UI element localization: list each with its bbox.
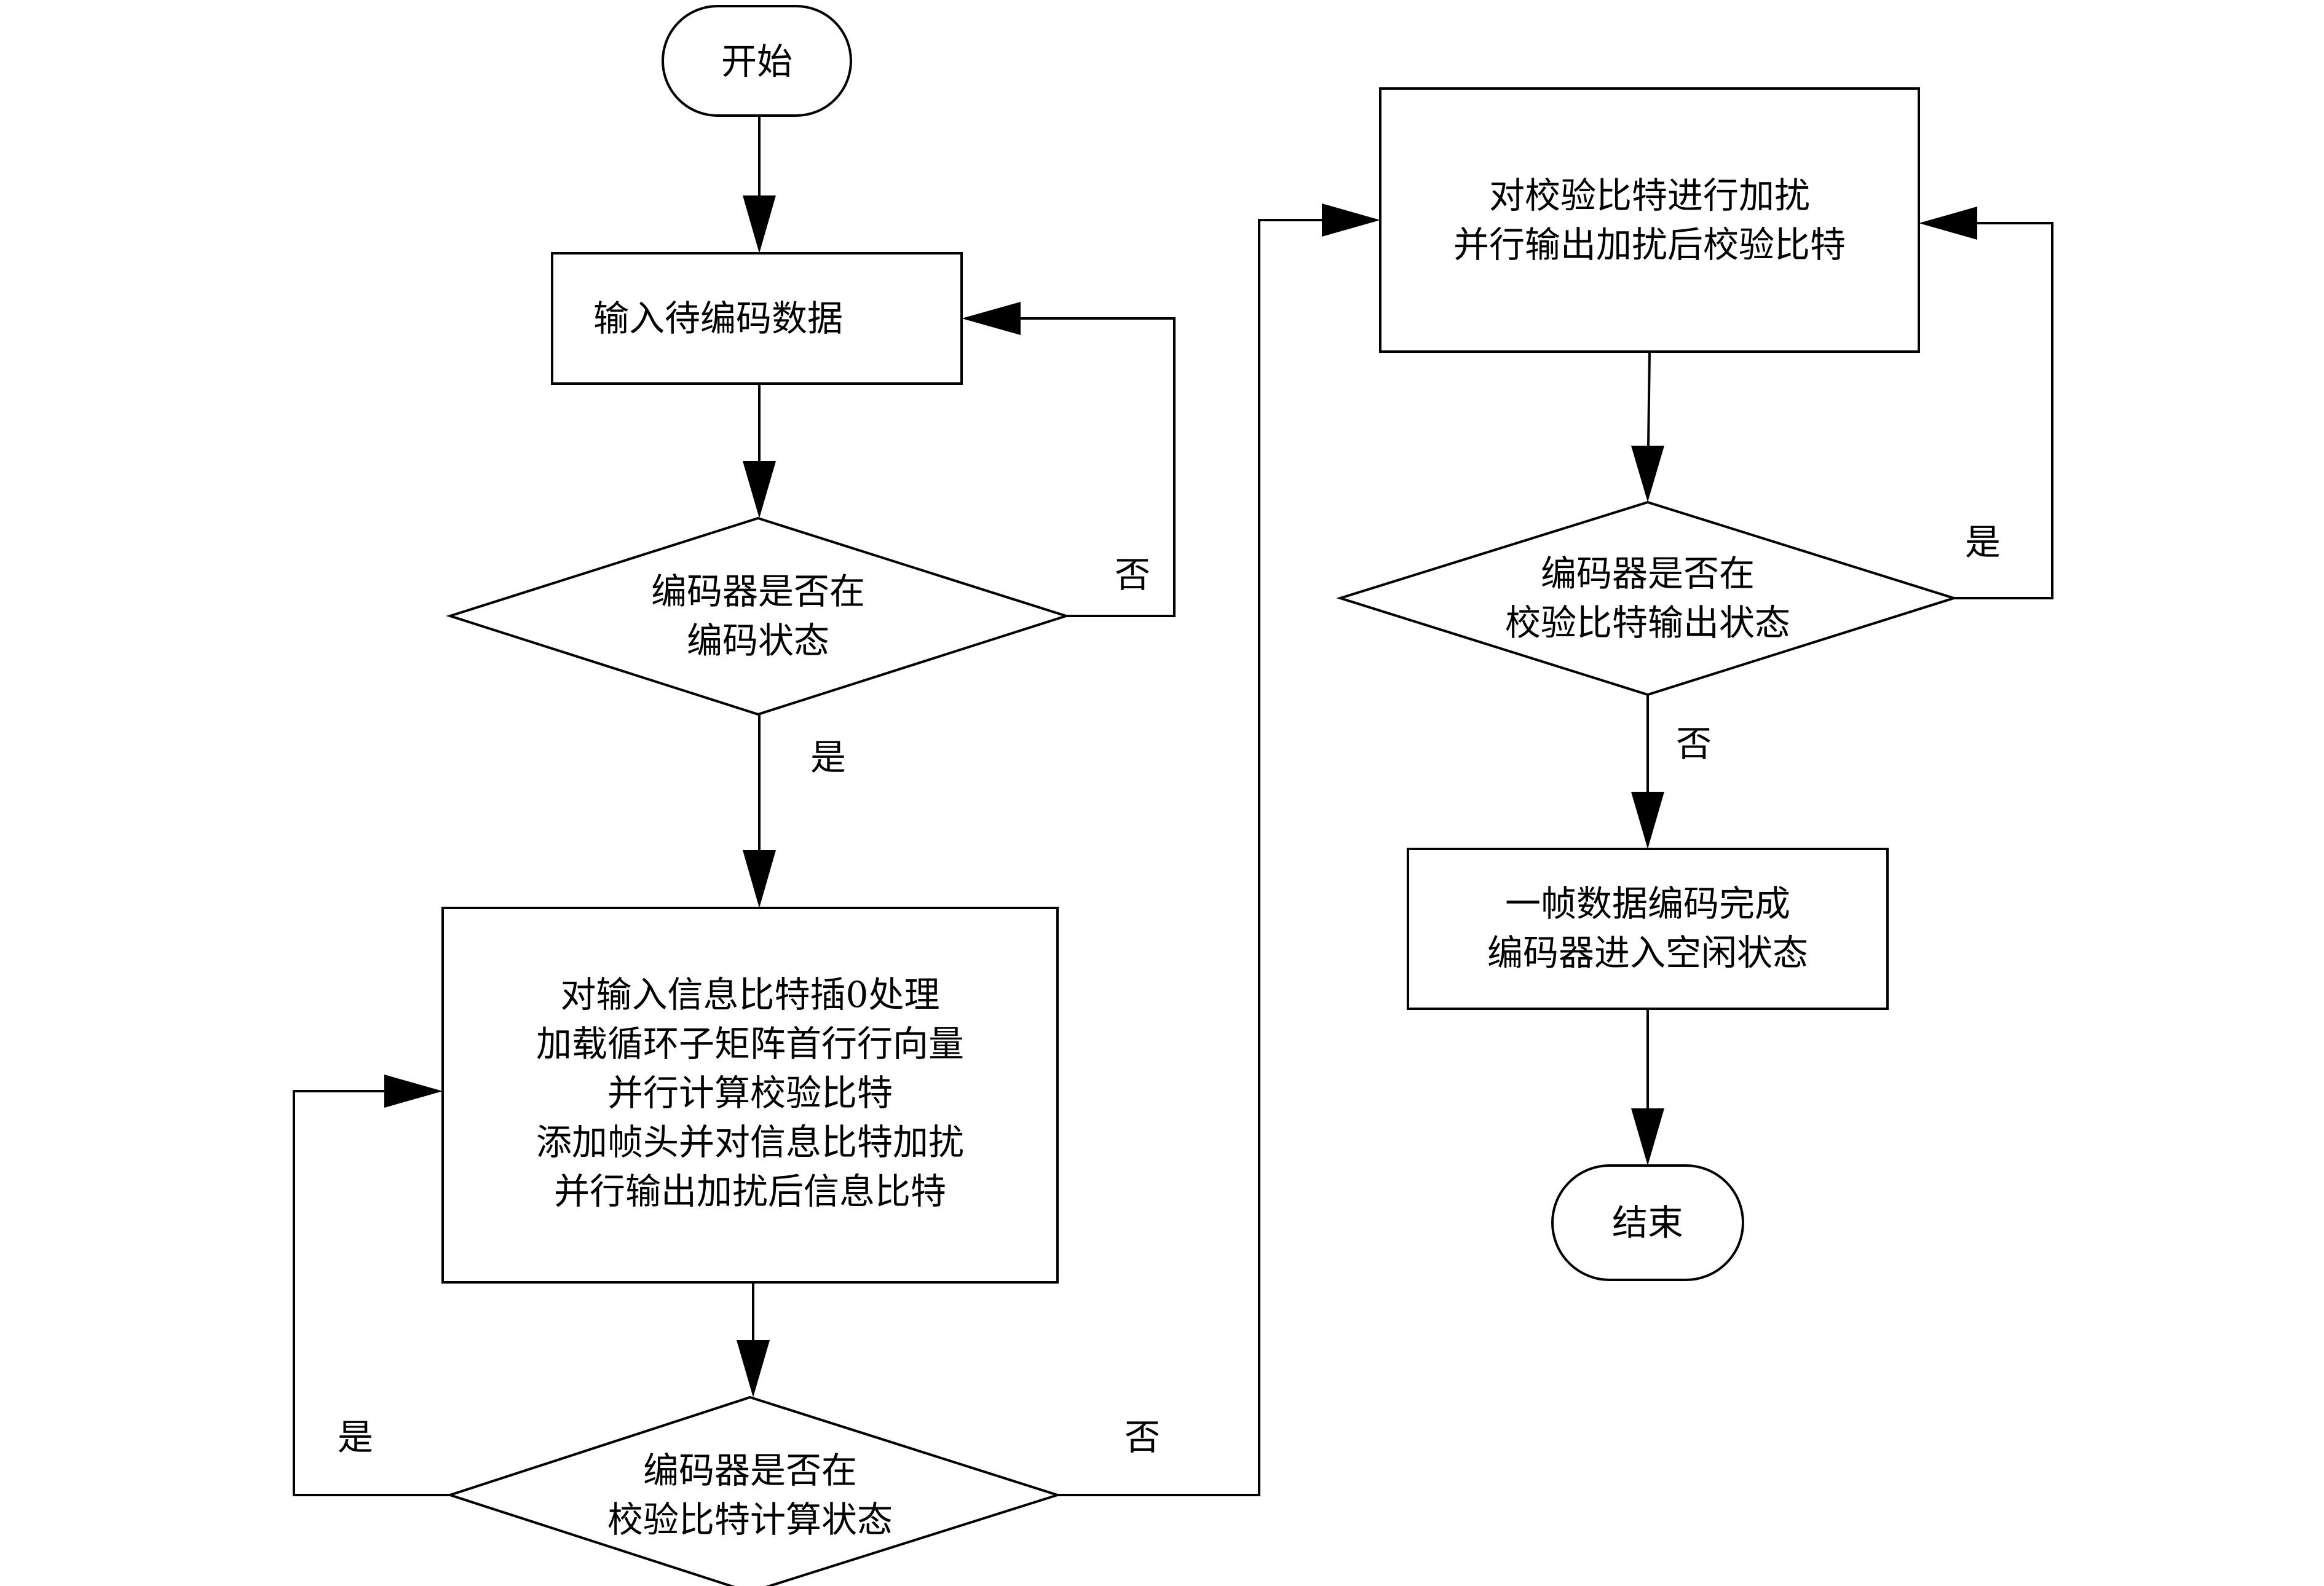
input-box: 输入待编码数据 <box>551 252 963 385</box>
process-info-line-2: 加载循环子矩阵首行行向量 <box>536 1023 964 1065</box>
decision-parity-calc-line-1: 编码器是否在 <box>643 1450 857 1491</box>
scramble-parity-box: 对校验比特进行加扰 并行输出加扰后校验比特 <box>1379 87 1920 353</box>
process-info-bits-box: 对输入信息比特插0处理 加载循环子矩阵首行行向量 并行计算校验比特 添加帧头并对… <box>441 907 1059 1284</box>
process-info-line-1: 对输入信息比特插0处理 <box>561 974 940 1016</box>
edge-start-to-input <box>743 116 776 253</box>
start-label: 开始 <box>721 41 792 82</box>
decision-parity-calc-state: 编码器是否在 校验比特计算状态 <box>446 1395 1062 1586</box>
edge-output-yes-loop <box>1919 207 2053 599</box>
process-info-line-3: 并行计算校验比特 <box>607 1072 893 1114</box>
end-node: 结束 <box>1551 1164 1744 1281</box>
edge-label-encoding-yes: 是 <box>810 736 846 778</box>
start-node: 开始 <box>662 5 852 117</box>
decision-parity-output-state: 编码器是否在 校验比特输出状态 <box>1336 500 1958 696</box>
frame-done-line-1: 一帧数据编码完成 <box>1505 883 1790 925</box>
edge-label-output-no: 否 <box>1676 723 1712 765</box>
edge-encoding-no-loop <box>962 302 1176 617</box>
frame-done-line-2: 编码器进入空闲状态 <box>1487 932 1808 974</box>
edge-calc-no-to-scramble <box>1057 203 1380 1496</box>
edge-label-encoding-no: 否 <box>1115 554 1150 596</box>
edge-calc-yes-loop <box>293 1075 450 1496</box>
process-info-line-5: 并行输出加扰后信息比特 <box>554 1170 946 1212</box>
decision-parity-out-line-2: 校验比特输出状态 <box>1505 602 1790 644</box>
edge-label-output-yes: 是 <box>1965 521 2001 563</box>
edge-label-calc-no: 否 <box>1124 1416 1160 1458</box>
scramble-parity-line-2: 并行输出加扰后校验比特 <box>1453 224 1846 266</box>
edge-label-calc-yes: 是 <box>338 1416 373 1458</box>
frame-done-box: 一帧数据编码完成 编码器进入空闲状态 <box>1407 848 1889 1010</box>
edge-process-to-decision-calc <box>737 1282 770 1397</box>
edge-scramble-to-decision-output <box>1631 351 1664 502</box>
input-label: 输入待编码数据 <box>593 298 843 339</box>
edge-done-to-end <box>1631 1009 1664 1166</box>
decision-encoding-line-1: 编码器是否在 <box>651 570 865 612</box>
process-info-line-4: 添加帧头并对信息比特加扰 <box>536 1121 964 1163</box>
decision-encoding-line-2: 编码状态 <box>687 620 829 661</box>
edge-input-to-decision-encoding <box>743 384 776 518</box>
scramble-parity-line-1: 对校验比特进行加扰 <box>1489 175 1810 216</box>
decision-parity-calc-line-2: 校验比特计算状态 <box>607 1499 893 1541</box>
decision-encoding-state: 编码器是否在 编码状态 <box>446 516 1070 716</box>
end-label: 结束 <box>1612 1202 1683 1244</box>
edge-output-no-to-done <box>1631 695 1664 849</box>
edge-encoding-yes-to-process <box>743 714 776 908</box>
decision-parity-out-line-1: 编码器是否在 <box>1541 553 1755 594</box>
